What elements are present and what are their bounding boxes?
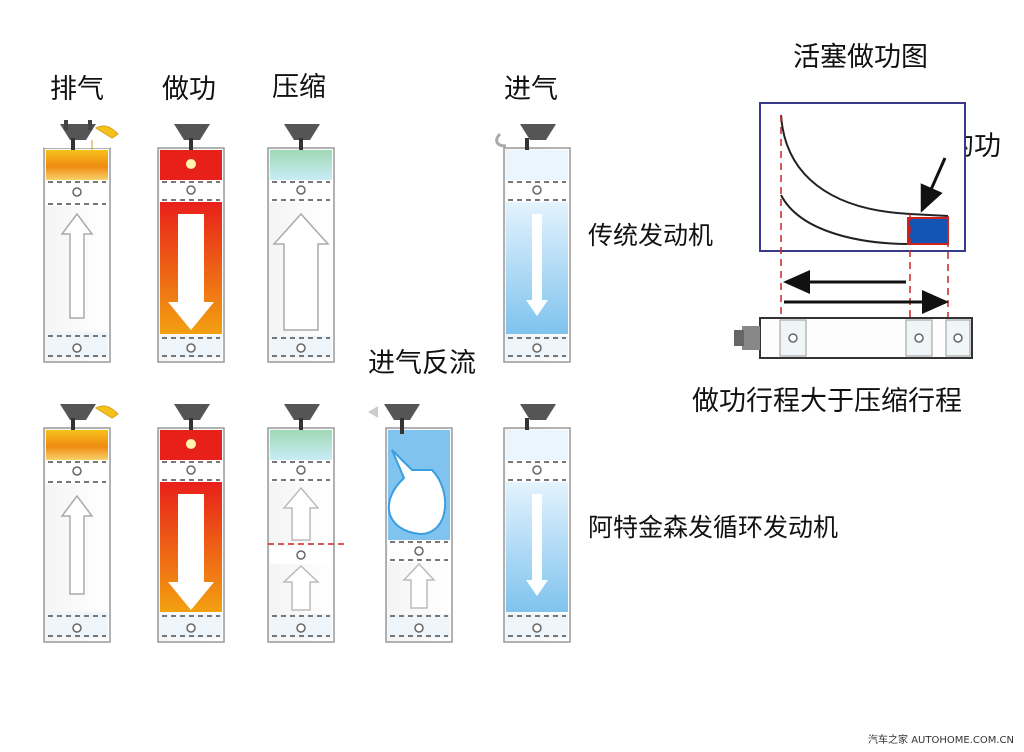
- stroke-caption: 做功行程大于压缩行程: [692, 386, 962, 417]
- label-compression: 压缩: [272, 72, 326, 103]
- cylinder-exhaust-bottom: [43, 404, 119, 643]
- label-intake-backflow: 进气反流: [368, 348, 476, 379]
- label-intake: 进气: [504, 74, 558, 105]
- watermark: 汽车之家 AUTOHOME.COM.CN: [868, 735, 1014, 746]
- cylinder-power-bottom: [157, 404, 225, 643]
- cylinder-compression-top: [267, 124, 335, 363]
- label-traditional-engine: 传统发动机: [588, 221, 714, 250]
- pv-diagram-title: 活塞做功图: [793, 42, 928, 73]
- pv-diagram: [734, 102, 973, 359]
- label-atkinson-engine: 阿特金森发循环发动机: [588, 513, 839, 542]
- label-power: 做功: [162, 74, 216, 105]
- cylinder-intake-bottom: [503, 404, 571, 643]
- cylinder-power-top: [157, 124, 225, 363]
- extra-work-area: [907, 217, 949, 245]
- cylinder-compression-bottom: [267, 404, 344, 643]
- cylinder-exhaust-top: [43, 120, 119, 363]
- cylinder-intake-backflow: [368, 404, 453, 643]
- label-exhaust: 排气: [50, 74, 104, 105]
- cylinder-intake-top: [495, 124, 571, 363]
